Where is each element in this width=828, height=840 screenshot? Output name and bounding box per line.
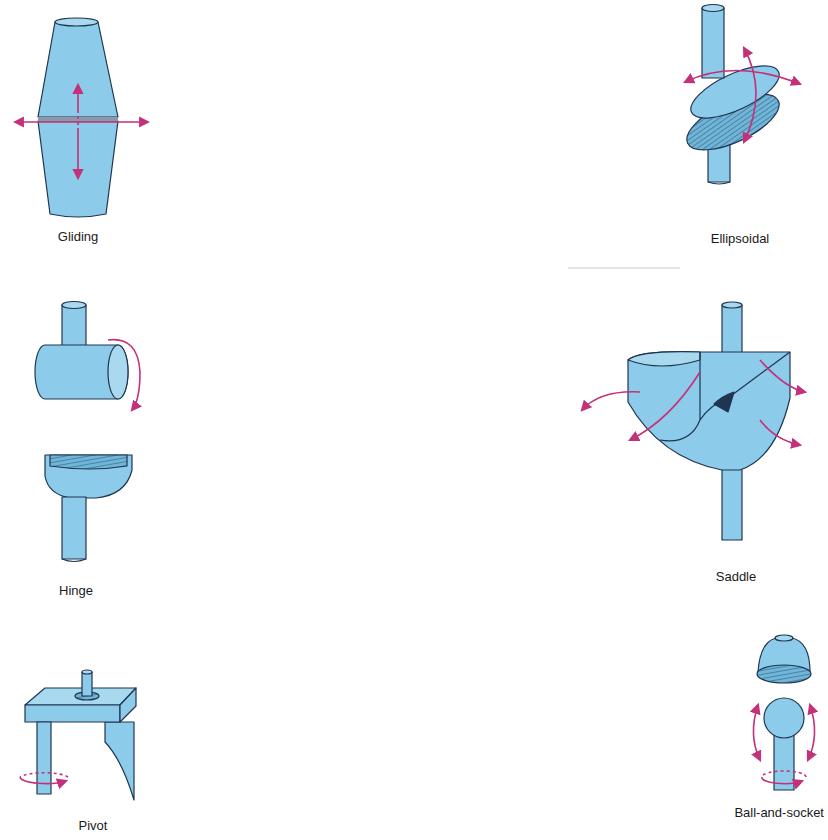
motion-arrows <box>15 48 815 784</box>
ball-and-socket-joint <box>757 635 811 790</box>
joint-label: Ball-and-socket <box>734 805 824 820</box>
joint-label: Saddle <box>716 569 756 584</box>
saddle-joint <box>628 302 790 540</box>
joint-label: Gliding <box>58 229 98 244</box>
gliding-joint <box>38 18 118 217</box>
ellipsoidal-joint <box>679 5 787 185</box>
joint-label: Pivot <box>79 818 108 833</box>
pivot-joint <box>25 670 136 800</box>
separator-line <box>568 268 680 269</box>
joint-label: Ellipsoidal <box>711 231 770 246</box>
joint-label: Hinge <box>59 583 93 598</box>
